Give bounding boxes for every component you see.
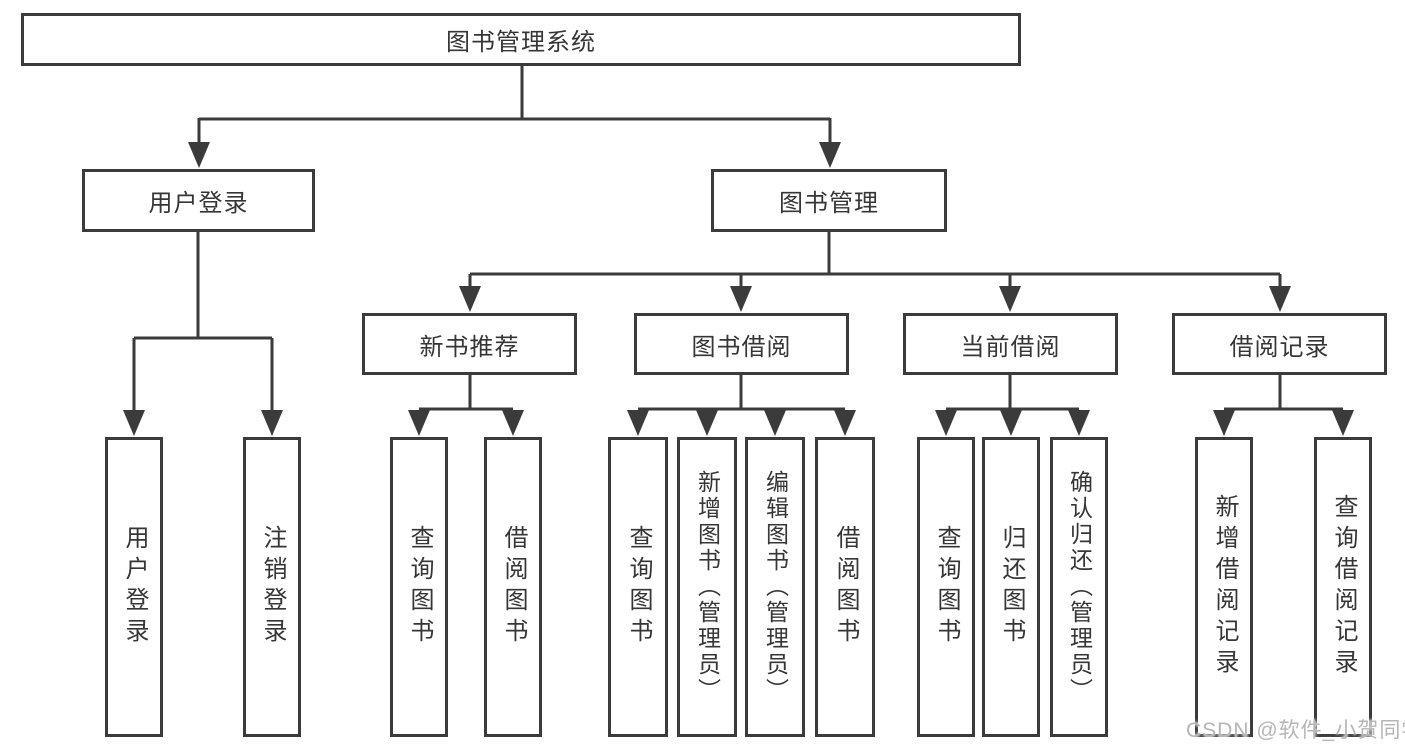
leaf-recommend-query-book-label: 查询图书 bbox=[406, 525, 433, 649]
leaf-borrow-add-book-admin-label: 新增图书（管理员） bbox=[694, 470, 721, 704]
leaf-borrow-edit-book-admin-label: 编辑图书（管理员） bbox=[762, 470, 789, 704]
leaf-user-login-label: 用户登录 bbox=[121, 525, 148, 649]
leaf-records-query-record: 查询借阅记录 bbox=[1314, 437, 1372, 737]
leaf-borrow-edit-book-admin: 编辑图书（管理员） bbox=[745, 437, 805, 737]
leaf-borrow-query-book: 查询图书 bbox=[608, 437, 668, 737]
node-book-borrow-label: 图书借阅 bbox=[691, 333, 792, 361]
leaf-current-query-book-label: 查询图书 bbox=[933, 525, 960, 649]
leaf-borrow-add-book-admin: 新增图书（管理员） bbox=[677, 437, 737, 737]
node-book-borrow: 图书借阅 bbox=[634, 313, 849, 375]
leaf-recommend-borrow-book-label: 借阅图书 bbox=[500, 525, 527, 649]
leaf-recommend-query-book: 查询图书 bbox=[390, 437, 448, 737]
node-root: 图书管理系统 bbox=[21, 13, 1021, 66]
node-user-login-label: 用户登录 bbox=[148, 190, 249, 217]
watermark: CSDN @软件_小贺同学 bbox=[1186, 719, 1405, 742]
node-root-label: 图书管理系统 bbox=[446, 29, 596, 56]
leaf-logout-label: 注销登录 bbox=[259, 525, 286, 649]
leaf-current-return-book: 归还图书 bbox=[982, 437, 1040, 737]
node-current-borrow: 当前借阅 bbox=[903, 313, 1118, 375]
node-book-management-label: 图书管理 bbox=[779, 190, 879, 217]
node-borrow-records-label: 借阅记录 bbox=[1229, 333, 1330, 361]
node-new-book-recommend-label: 新书推荐 bbox=[419, 333, 520, 361]
node-borrow-records: 借阅记录 bbox=[1172, 313, 1387, 375]
leaf-records-add-record: 新增借阅记录 bbox=[1195, 437, 1253, 737]
leaf-current-confirm-return-admin-label: 确认归还（管理员） bbox=[1066, 470, 1093, 704]
leaf-logout: 注销登录 bbox=[243, 437, 301, 737]
leaf-current-query-book: 查询图书 bbox=[917, 437, 975, 737]
node-book-management: 图书管理 bbox=[711, 169, 947, 232]
leaf-records-add-record-label: 新增借阅记录 bbox=[1211, 494, 1238, 680]
leaf-borrow-query-book-label: 查询图书 bbox=[625, 525, 652, 649]
leaf-borrow-borrow-book-label: 借阅图书 bbox=[832, 525, 859, 649]
node-new-book-recommend: 新书推荐 bbox=[362, 313, 577, 375]
leaf-records-query-record-label: 查询借阅记录 bbox=[1330, 494, 1357, 680]
leaf-current-confirm-return-admin: 确认归还（管理员） bbox=[1050, 437, 1108, 737]
leaf-current-return-book-label: 归还图书 bbox=[998, 525, 1025, 649]
node-user-login: 用户登录 bbox=[82, 169, 315, 232]
node-current-borrow-label: 当前借阅 bbox=[960, 333, 1061, 361]
leaf-user-login: 用户登录 bbox=[105, 437, 163, 737]
leaf-recommend-borrow-book: 借阅图书 bbox=[484, 437, 542, 737]
leaf-borrow-borrow-book: 借阅图书 bbox=[815, 437, 875, 737]
